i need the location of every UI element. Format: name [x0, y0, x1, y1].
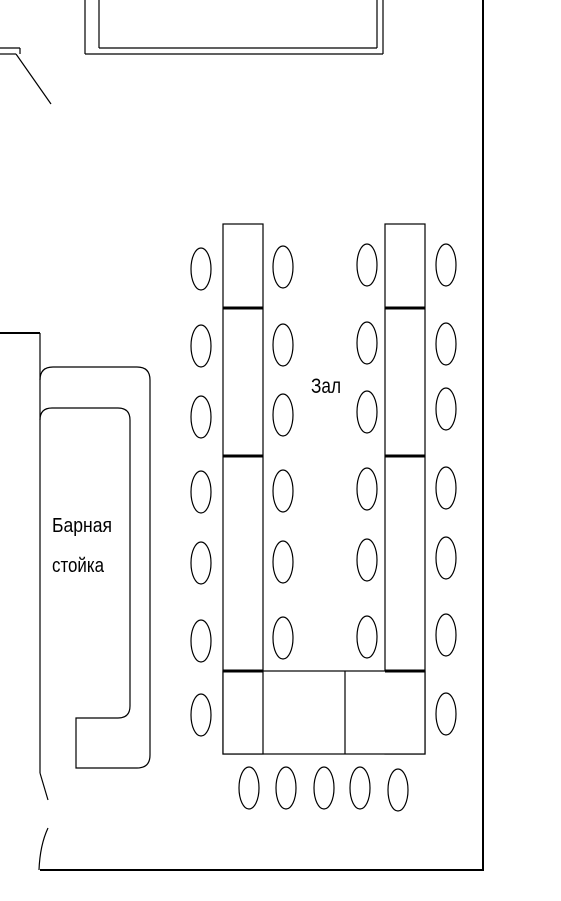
chair: [435, 466, 457, 510]
chair: [190, 693, 212, 737]
banquet-tables: [222, 223, 426, 755]
chair: [356, 467, 378, 511]
hall-label: Зал: [311, 375, 341, 398]
chair: [356, 538, 378, 582]
door-top-left: [0, 47, 52, 105]
chair: [435, 322, 457, 366]
chair: [190, 324, 212, 368]
bar-counter: Барная стойка: [39, 366, 151, 769]
chairs: [190, 243, 457, 812]
chair: [313, 766, 335, 810]
chair: [435, 613, 457, 657]
chair: [272, 245, 294, 289]
chair: [272, 393, 294, 437]
chair: [272, 469, 294, 513]
chair: [435, 692, 457, 736]
chair: [356, 243, 378, 287]
bar-label-line2: стойка: [52, 555, 105, 577]
chair: [190, 395, 212, 439]
chair: [387, 768, 409, 812]
left-wall: [0, 332, 49, 871]
chair: [275, 766, 297, 810]
table-right-column: [384, 223, 426, 755]
chair: [435, 536, 457, 580]
chair: [272, 540, 294, 584]
chair: [190, 247, 212, 291]
chair: [349, 766, 371, 810]
chair: [356, 321, 378, 365]
chair: [435, 387, 457, 431]
top-window: [84, 0, 384, 55]
chair: [238, 766, 260, 810]
bar-label-line1: Барная: [52, 515, 112, 537]
chair: [435, 243, 457, 287]
chair: [190, 541, 212, 585]
chair: [272, 323, 294, 367]
chair: [356, 615, 378, 659]
table-bottom-row: [222, 670, 426, 755]
chair: [190, 470, 212, 514]
chair: [190, 619, 212, 663]
table-left-column: [222, 223, 264, 755]
chair: [272, 616, 294, 660]
chair: [356, 390, 378, 434]
